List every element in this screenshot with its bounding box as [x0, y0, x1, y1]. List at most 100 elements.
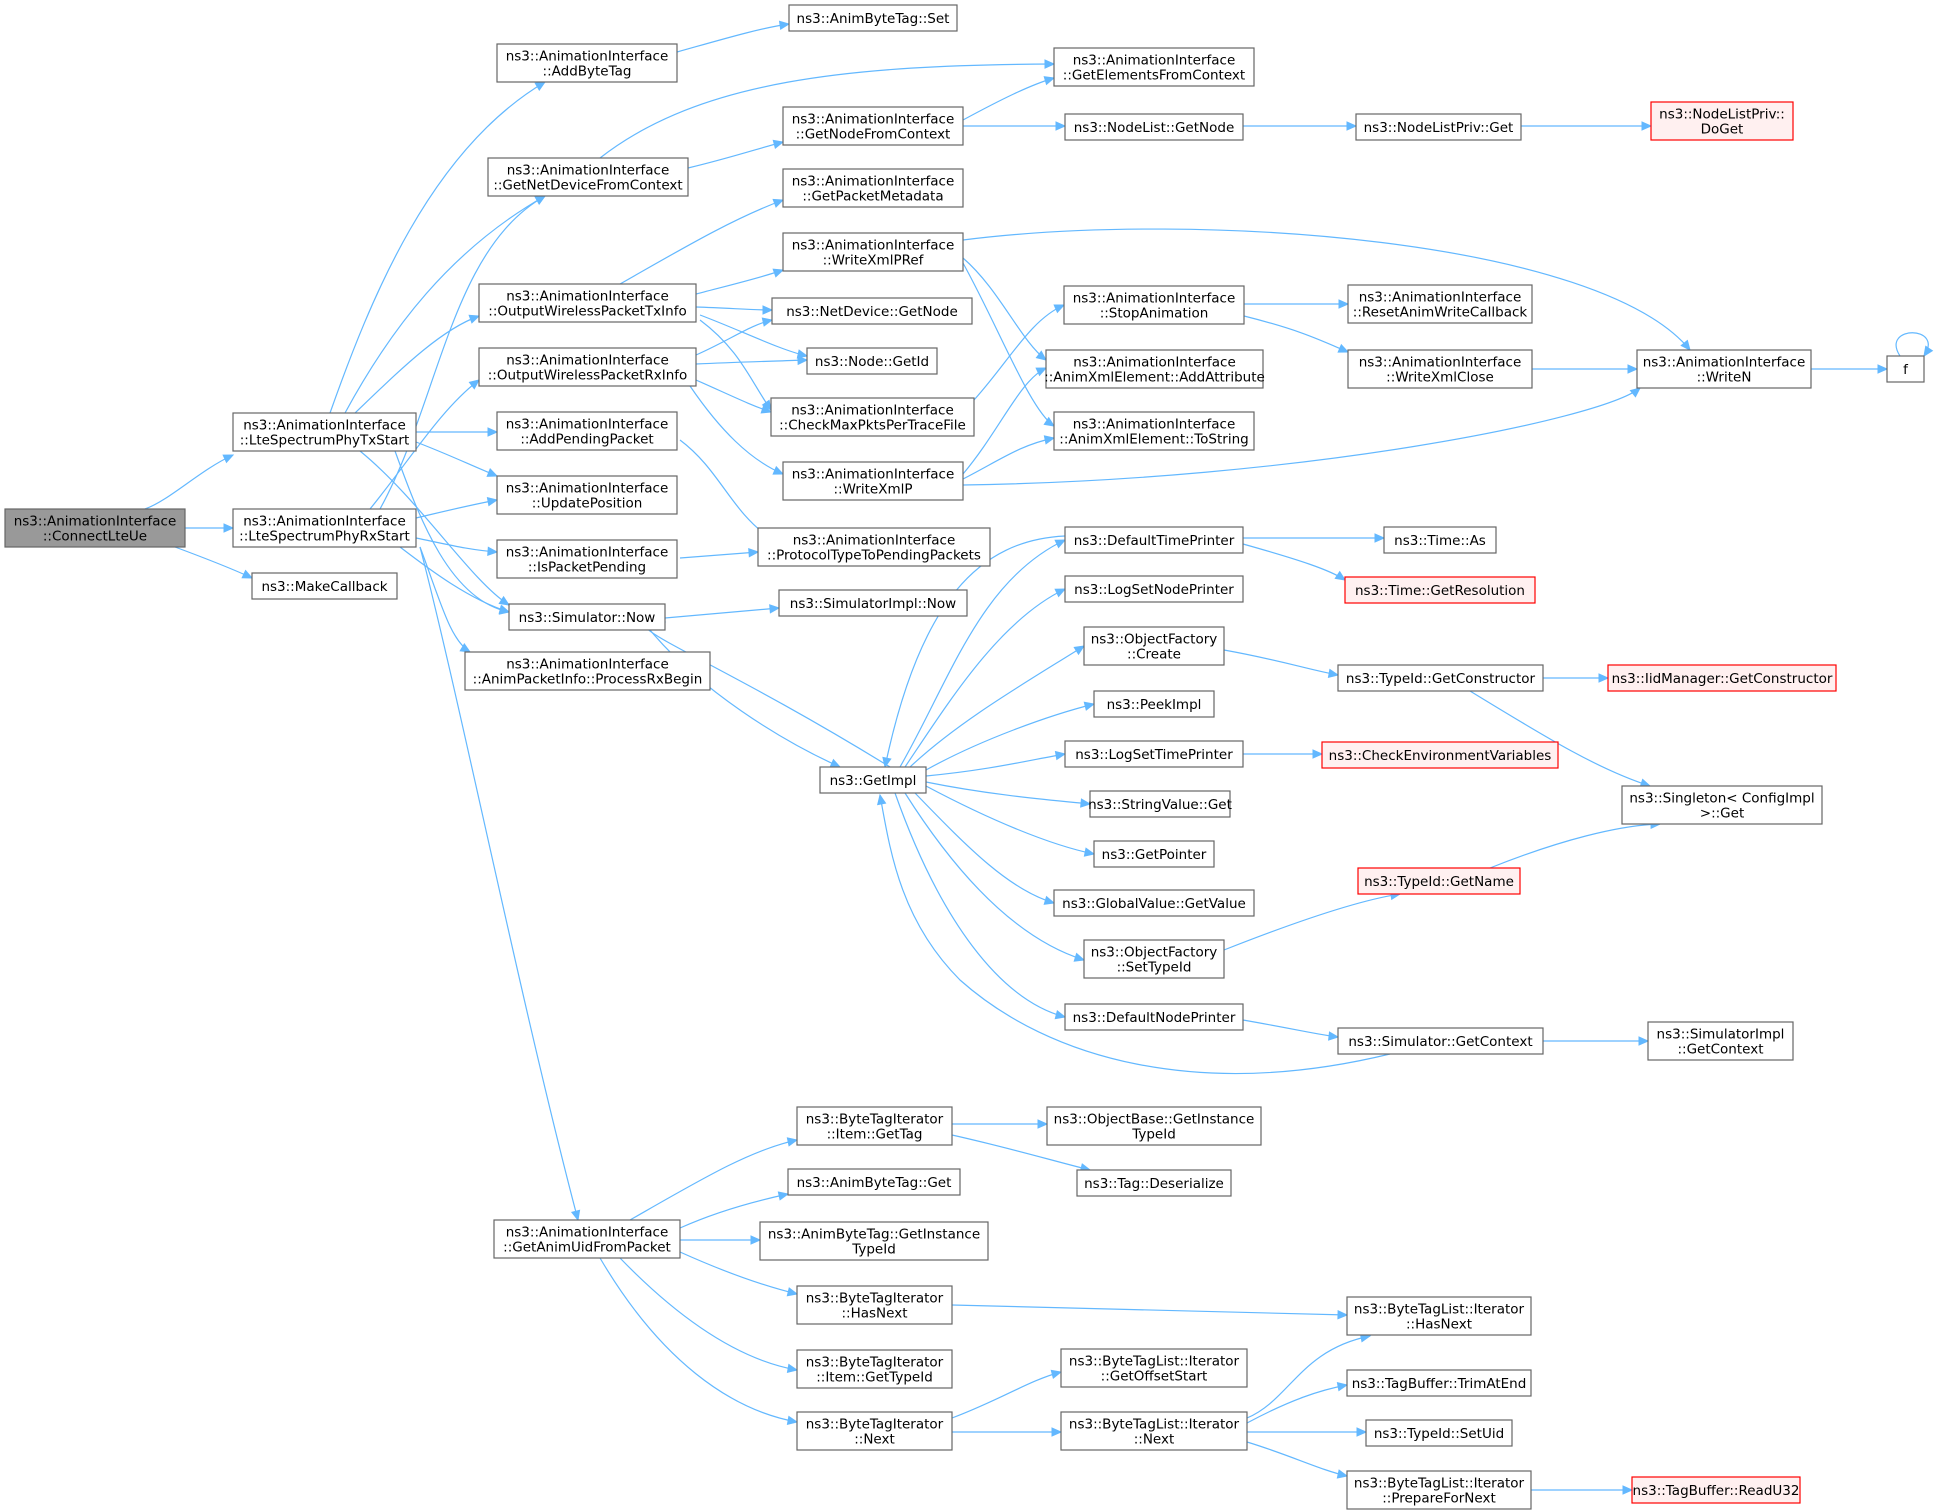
function-node-animbytetagget[interactable]: ns3::AnimByteTag::Get	[787, 1168, 961, 1196]
function-node-timegetres[interactable]: ns3::Time::GetResolution	[1344, 576, 1536, 604]
function-node-writexmlpref[interactable]: ns3::AnimationInterface::WriteXmlPRef	[782, 232, 964, 272]
function-node-typeidgetname[interactable]: ns3::TypeId::GetName	[1357, 867, 1521, 895]
function-node-root[interactable]: ns3::AnimationInterface::ConnectLteUe	[4, 508, 186, 548]
function-node-btlgetoffset[interactable]: ns3::ByteTagList::Iterator::GetOffsetSta…	[1060, 1348, 1248, 1388]
function-node-nodegetid[interactable]: ns3::Node::GetId	[806, 347, 938, 375]
function-node-processrx[interactable]: ns3::AnimationInterface::AnimPacketInfo:…	[464, 651, 711, 691]
function-node-getpktmeta[interactable]: ns3::AnimationInterface::GetPacketMetada…	[782, 168, 964, 208]
function-node-getimpl[interactable]: ns3::GetImpl	[819, 766, 927, 794]
function-node-stopanim[interactable]: ns3::AnimationInterface::StopAnimation	[1063, 285, 1245, 325]
function-node-simgetcontext[interactable]: ns3::Simulator::GetContext	[1337, 1027, 1544, 1055]
call-edge-getnetdev-to-getnodectx	[687, 139, 785, 169]
function-node-rxstart[interactable]: ns3::AnimationInterface::LteSpectrumPhyR…	[232, 508, 417, 548]
function-node-addbytetag[interactable]: ns3::AnimationInterface::AddByteTag	[496, 43, 678, 83]
function-node-netdevgetnode[interactable]: ns3::NetDevice::GetNode	[771, 297, 973, 325]
node-box	[496, 539, 678, 579]
function-node-peekimpl[interactable]: ns3::PeekImpl	[1093, 690, 1215, 718]
node-label: ns3::TypeId::GetConstructor	[1346, 671, 1536, 687]
function-node-addpending[interactable]: ns3::AnimationInterface::AddPendingPacke…	[496, 411, 678, 451]
node-box	[1621, 785, 1823, 825]
function-node-nodelistprivget[interactable]: ns3::NodeListPriv::Get	[1355, 113, 1522, 141]
function-node-btlprepare[interactable]: ns3::ByteTagList::Iterator::PrepareForNe…	[1346, 1470, 1532, 1510]
call-edge-getimpl-to-objfactsettypeid	[904, 792, 1086, 962]
call-edge-nodelistprivget-to-nodelistprivdoget	[1521, 121, 1653, 131]
function-node-getelems[interactable]: ns3::AnimationInterface::GetElementsFrom…	[1053, 47, 1255, 87]
function-node-outrx[interactable]: ns3::AnimationInterface::OutputWirelessP…	[478, 347, 697, 387]
function-node-objfactsettypeid[interactable]: ns3::ObjectFactory::SetTypeId	[1083, 939, 1225, 979]
function-node-prottype[interactable]: ns3::AnimationInterface::ProtocolTypeToP…	[757, 527, 991, 567]
node-label: ::ResetAnimWriteCallback	[1353, 305, 1528, 321]
function-node-updatepos[interactable]: ns3::AnimationInterface::UpdatePosition	[496, 475, 678, 515]
call-edge-addpending-to-prottype	[679, 439, 772, 539]
function-node-defnodeprinter[interactable]: ns3::DefaultNodePrinter	[1064, 1003, 1244, 1031]
function-node-writexmlp[interactable]: ns3::AnimationInterface::WriteXmlP	[782, 461, 964, 501]
function-node-bytetagitemgettypeid[interactable]: ns3::ByteTagIterator::Item::GetTypeId	[796, 1349, 953, 1389]
function-node-simnow[interactable]: ns3::Simulator::Now	[508, 603, 666, 631]
node-label: ns3::ObjectBase::GetInstance	[1054, 1112, 1255, 1128]
function-node-timeas[interactable]: ns3::Time::As	[1383, 526, 1497, 554]
function-node-iidmgrgetctor[interactable]: ns3::IidManager::GetConstructor	[1607, 664, 1837, 692]
function-node-ispending[interactable]: ns3::AnimationInterface::IsPacketPending	[496, 539, 678, 579]
function-node-makecb[interactable]: ns3::MakeCallback	[251, 572, 398, 600]
function-node-stringvalueget[interactable]: ns3::StringValue::Get	[1088, 790, 1232, 818]
function-node-tostring[interactable]: ns3::AnimationInterface::AnimXmlElement:…	[1053, 411, 1255, 451]
function-node-logsettimeprinter[interactable]: ns3::LogSetTimePrinter	[1064, 740, 1244, 768]
node-box	[787, 1168, 961, 1196]
function-node-logsetnodeprinter[interactable]: ns3::LogSetNodePrinter	[1064, 575, 1244, 603]
function-node-globalvalue[interactable]: ns3::GlobalValue::GetValue	[1053, 889, 1255, 917]
function-node-f[interactable]: f	[1886, 355, 1925, 383]
function-node-nodelistprivdoget[interactable]: ns3::NodeListPriv::DoGet	[1650, 101, 1794, 141]
call-edge-rxstart-to-simnow	[399, 546, 511, 614]
function-node-addattr[interactable]: ns3::AnimationInterface::AnimXmlElement:…	[1044, 349, 1265, 389]
node-label: ns3::NodeList::GetNode	[1074, 120, 1235, 136]
node-label: ::WriteXmlClose	[1386, 370, 1494, 386]
function-node-btlnext[interactable]: ns3::ByteTagList::Iterator::Next	[1060, 1411, 1248, 1451]
node-label: ::GetOffsetStart	[1101, 1369, 1208, 1385]
node-box	[1060, 1348, 1248, 1388]
function-node-getanimuid[interactable]: ns3::AnimationInterface::GetAnimUidFromP…	[493, 1219, 681, 1259]
function-node-txstart[interactable]: ns3::AnimationInterface::LteSpectrumPhyT…	[232, 412, 417, 452]
call-edge-writen-to-f	[1811, 364, 1889, 374]
function-node-singletonget[interactable]: ns3::Singleton< ConfigImpl >::Get	[1621, 785, 1823, 825]
node-label: ::GetPacketMetadata	[802, 189, 943, 205]
function-node-getnodectx[interactable]: ns3::AnimationInterface::GetNodeFromCont…	[782, 106, 964, 146]
function-node-tagbuftrim[interactable]: ns3::TagBuffer::TrimAtEnd	[1346, 1369, 1532, 1397]
node-label: ns3::AnimationInterface	[792, 174, 955, 190]
node-label: ns3::Time::GetResolution	[1355, 583, 1525, 599]
function-node-tagdeser[interactable]: ns3::Tag::Deserialize	[1076, 1169, 1232, 1197]
node-label: ::HasNext	[841, 1306, 907, 1322]
call-edge-txstart-to-updatepos	[415, 441, 499, 477]
node-box	[4, 508, 186, 548]
function-node-objfactcreate[interactable]: ns3::ObjectFactory::Create	[1083, 626, 1225, 666]
function-node-writen[interactable]: ns3::AnimationInterface::WriteN	[1636, 349, 1812, 389]
call-edge-simgetcontext-to-getimpl	[877, 793, 1391, 1074]
function-node-btlhasnext[interactable]: ns3::ByteTagList::Iterator::HasNext	[1346, 1296, 1532, 1336]
function-node-getnetdev[interactable]: ns3::AnimationInterface::GetNetDeviceFro…	[487, 157, 689, 197]
function-node-bytetaghasnext[interactable]: ns3::ByteTagIterator::HasNext	[796, 1285, 953, 1325]
node-label: ::AddByteTag	[543, 64, 632, 80]
function-node-typeidgetctor[interactable]: ns3::TypeId::GetConstructor	[1337, 664, 1544, 692]
function-node-tagbufreadu32[interactable]: ns3::TagBuffer::ReadU32	[1631, 1476, 1801, 1504]
function-node-outtx[interactable]: ns3::AnimationInterface::OutputWirelessP…	[478, 283, 697, 323]
call-edge-bytetagnext-to-btlgetoffset	[951, 1369, 1063, 1419]
node-label: ns3::Tag::Deserialize	[1084, 1176, 1224, 1192]
node-label: ns3::AnimationInterface	[1359, 355, 1522, 371]
function-node-checkmax[interactable]: ns3::AnimationInterface::CheckMaxPktsPer…	[770, 397, 975, 437]
function-node-deftimeprinter[interactable]: ns3::DefaultTimePrinter	[1064, 526, 1244, 554]
call-edge-getimpl-to-getpointer	[925, 785, 1096, 857]
function-node-writexmlclose[interactable]: ns3::AnimationInterface::WriteXmlClose	[1347, 349, 1533, 389]
function-node-checkenv[interactable]: ns3::CheckEnvironmentVariables	[1321, 741, 1559, 769]
function-node-bytetagitemgettag[interactable]: ns3::ByteTagIterator::Item::GetTag	[796, 1106, 953, 1146]
node-label: ns3::AnimationInterface	[506, 481, 669, 497]
function-node-getpointer[interactable]: ns3::GetPointer	[1093, 840, 1215, 868]
node-box	[1064, 1003, 1244, 1031]
function-node-resetanim[interactable]: ns3::AnimationInterface::ResetAnimWriteC…	[1347, 284, 1533, 324]
function-node-simimplnow[interactable]: ns3::SimulatorImpl::Now	[778, 589, 968, 617]
function-node-nodelistgetnode[interactable]: ns3::NodeList::GetNode	[1064, 113, 1244, 141]
function-node-typeidsetuid[interactable]: ns3::TypeId::SetUid	[1365, 1419, 1513, 1447]
function-node-bytetagnext[interactable]: ns3::ByteTagIterator::Next	[796, 1411, 953, 1451]
function-node-simimplgetctx[interactable]: ns3::SimulatorImpl::GetContext	[1647, 1021, 1794, 1061]
function-node-animbytetagset[interactable]: ns3::AnimByteTag::Set	[788, 4, 958, 32]
